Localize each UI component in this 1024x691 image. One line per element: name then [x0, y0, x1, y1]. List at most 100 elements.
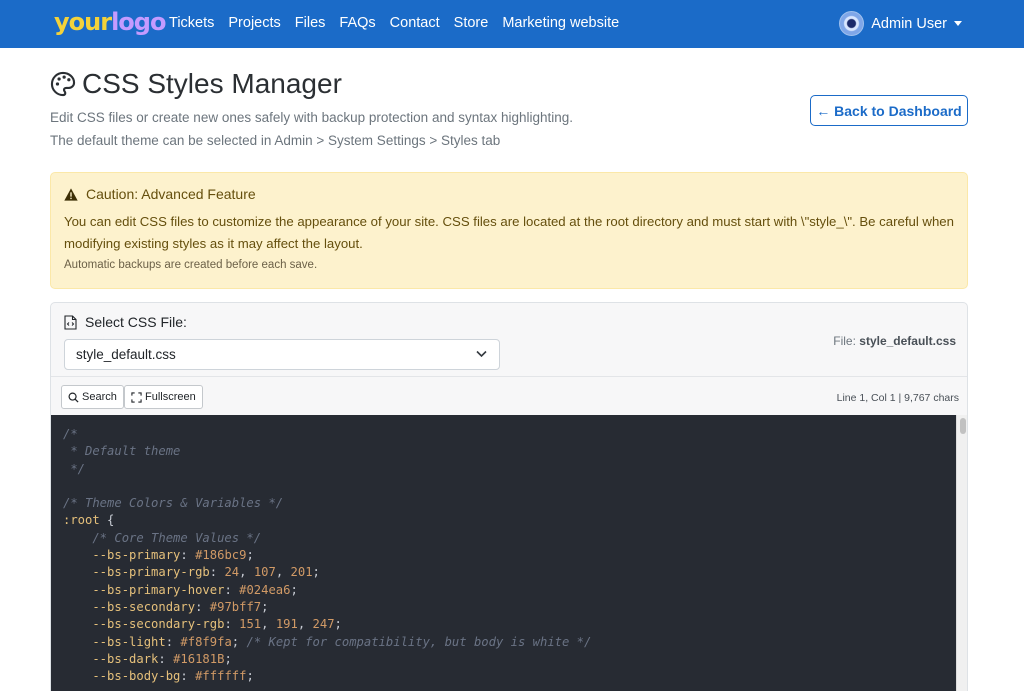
- code-token: :: [165, 634, 181, 649]
- code-line: --bs-light: #f8f9fa; /* Kept for compati…: [63, 634, 956, 651]
- avatar: [839, 11, 865, 36]
- code-token: #97bff7: [209, 599, 262, 614]
- code-line: --bs-secondary: #97bff7;: [63, 599, 956, 616]
- search-icon: [68, 392, 79, 403]
- code-token: /* Kept for compatibility, but body is w…: [246, 634, 592, 649]
- code-token: #ffffff: [195, 669, 247, 684]
- page-title: CSS Styles Manager: [82, 68, 342, 99]
- fullscreen-button[interactable]: Fullscreen: [124, 385, 203, 409]
- nav-link-files[interactable]: Files: [294, 15, 326, 31]
- code-token: {: [99, 513, 115, 528]
- code-token: /*: [63, 427, 78, 441]
- code-line: /* Core Theme Values */: [63, 530, 956, 547]
- code-token: #024ea6: [239, 582, 291, 597]
- warning-triangle-icon: [64, 187, 78, 201]
- nav-link-contact[interactable]: Contact: [389, 15, 440, 31]
- code-token: 24: [224, 565, 240, 580]
- nav-link-faqs[interactable]: FAQs: [339, 15, 376, 31]
- file-label: File:: [833, 334, 856, 348]
- css-editor-card: Select CSS File: style_default.css File:…: [50, 302, 968, 691]
- chevron-down-icon: [476, 350, 487, 358]
- user-menu-toggle[interactable]: Admin User: [839, 11, 962, 36]
- scrollbar-thumb[interactable]: [960, 418, 966, 434]
- nav-link-store[interactable]: Store: [453, 15, 489, 31]
- code-token: #16181B: [173, 651, 225, 666]
- logo-part-logo: logo: [111, 8, 166, 36]
- code-token: * Default theme: [63, 444, 181, 459]
- nav-link-marketing-website[interactable]: Marketing website: [502, 15, 620, 31]
- code-token: :: [224, 582, 240, 597]
- code-token: /* Core Theme Values */: [63, 530, 262, 545]
- search-button-label: Search: [82, 391, 117, 403]
- code-line: --bs-dark: #16181B;: [63, 651, 956, 668]
- code-token: --bs-primary-rgb: [63, 565, 210, 580]
- code-token: :: [180, 548, 196, 563]
- code-editor[interactable]: /* * Default theme */ /* Theme Colors & V…: [51, 415, 956, 691]
- code-token: ;: [261, 599, 269, 614]
- select-file-label-row: Select CSS File:: [64, 314, 187, 330]
- back-to-dashboard-button[interactable]: ← Back to Dashboard: [810, 95, 968, 126]
- select-file-label: Select CSS File:: [85, 314, 187, 330]
- editor-scrollbar[interactable]: [956, 415, 967, 691]
- page-header: CSS Styles Manager: [50, 68, 342, 100]
- code-token: ;: [231, 634, 247, 649]
- palette-icon: [50, 71, 76, 97]
- alert-title-row: Caution: Advanced Feature: [64, 186, 256, 202]
- code-line: */: [63, 461, 956, 478]
- code-token: ,: [261, 617, 276, 632]
- caution-alert: Caution: Advanced Feature You can edit C…: [50, 172, 968, 289]
- code-line: --bs-body-bg: #ffffff;: [63, 668, 956, 685]
- code-token: ;: [290, 582, 298, 597]
- css-file-select[interactable]: style_default.css: [64, 339, 500, 370]
- code-line: :root {: [63, 512, 956, 529]
- code-token: --bs-dark: [63, 651, 159, 666]
- code-line: [63, 478, 956, 495]
- code-token: --bs-primary: [63, 548, 181, 563]
- alert-title: Caution: Advanced Feature: [86, 186, 256, 202]
- alert-text: You can edit CSS files to customize the …: [64, 214, 954, 251]
- code-token: :: [158, 651, 174, 666]
- fullscreen-icon: [131, 391, 142, 403]
- page-subtitle-theme-hint: The default theme can be selected in Adm…: [50, 133, 501, 148]
- code-token: :: [224, 617, 240, 632]
- code-line: * Default theme: [63, 443, 956, 460]
- current-file-name: style_default.css: [859, 334, 956, 348]
- code-token: ;: [334, 617, 342, 632]
- cursor-status: Line 1, Col 1 | 9,767 chars: [836, 392, 959, 404]
- code-token: */: [63, 461, 86, 476]
- nav-link-tickets[interactable]: Tickets: [169, 15, 215, 31]
- main-content: CSS Styles Manager Edit CSS files or cre…: [0, 48, 1024, 691]
- code-token: :: [209, 565, 225, 580]
- code-token: #f8f9fa: [180, 634, 232, 649]
- caret-down-icon: [954, 21, 962, 26]
- fullscreen-button-label: Fullscreen: [145, 391, 196, 403]
- nav-link-projects[interactable]: Projects: [228, 15, 281, 31]
- file-code-icon: [64, 314, 77, 330]
- code-token: 247: [312, 617, 335, 632]
- code-token: /* Theme Colors & Variables */: [63, 496, 284, 511]
- top-navbar: yourlogo Tickets Projects Files FAQs Con…: [0, 0, 1024, 48]
- code-token: :: [195, 599, 210, 614]
- selected-file-value: style_default.css: [76, 347, 176, 362]
- code-token: ,: [239, 565, 254, 580]
- code-token: --bs-secondary: [63, 599, 196, 614]
- code-token: --bs-primary-hover: [63, 582, 225, 597]
- site-logo[interactable]: yourlogo: [54, 8, 166, 36]
- code-token: 201: [290, 565, 313, 580]
- current-file-info: File: style_default.css: [833, 334, 956, 348]
- code-token: --bs-secondary-rgb: [63, 617, 225, 632]
- code-token: #186bc9: [195, 548, 247, 563]
- code-line: --bs-primary-hover: #024ea6;: [63, 582, 956, 599]
- code-token: --bs-body-bg: [63, 669, 181, 684]
- user-name: Admin User: [871, 15, 947, 32]
- code-line: /*: [63, 426, 956, 443]
- code-token: ;: [224, 651, 232, 666]
- code-token: 151: [239, 617, 262, 632]
- code-token: :: [180, 669, 196, 684]
- code-token: ;: [312, 565, 320, 580]
- code-line: --bs-primary: #186bc9;: [63, 547, 956, 564]
- code-line: --bs-primary-rgb: 24, 107, 201;: [63, 564, 956, 581]
- search-button[interactable]: Search: [61, 385, 124, 409]
- nav-links: Tickets Projects Files FAQs Contact Stor…: [169, 15, 633, 31]
- code-token: ;: [246, 548, 254, 563]
